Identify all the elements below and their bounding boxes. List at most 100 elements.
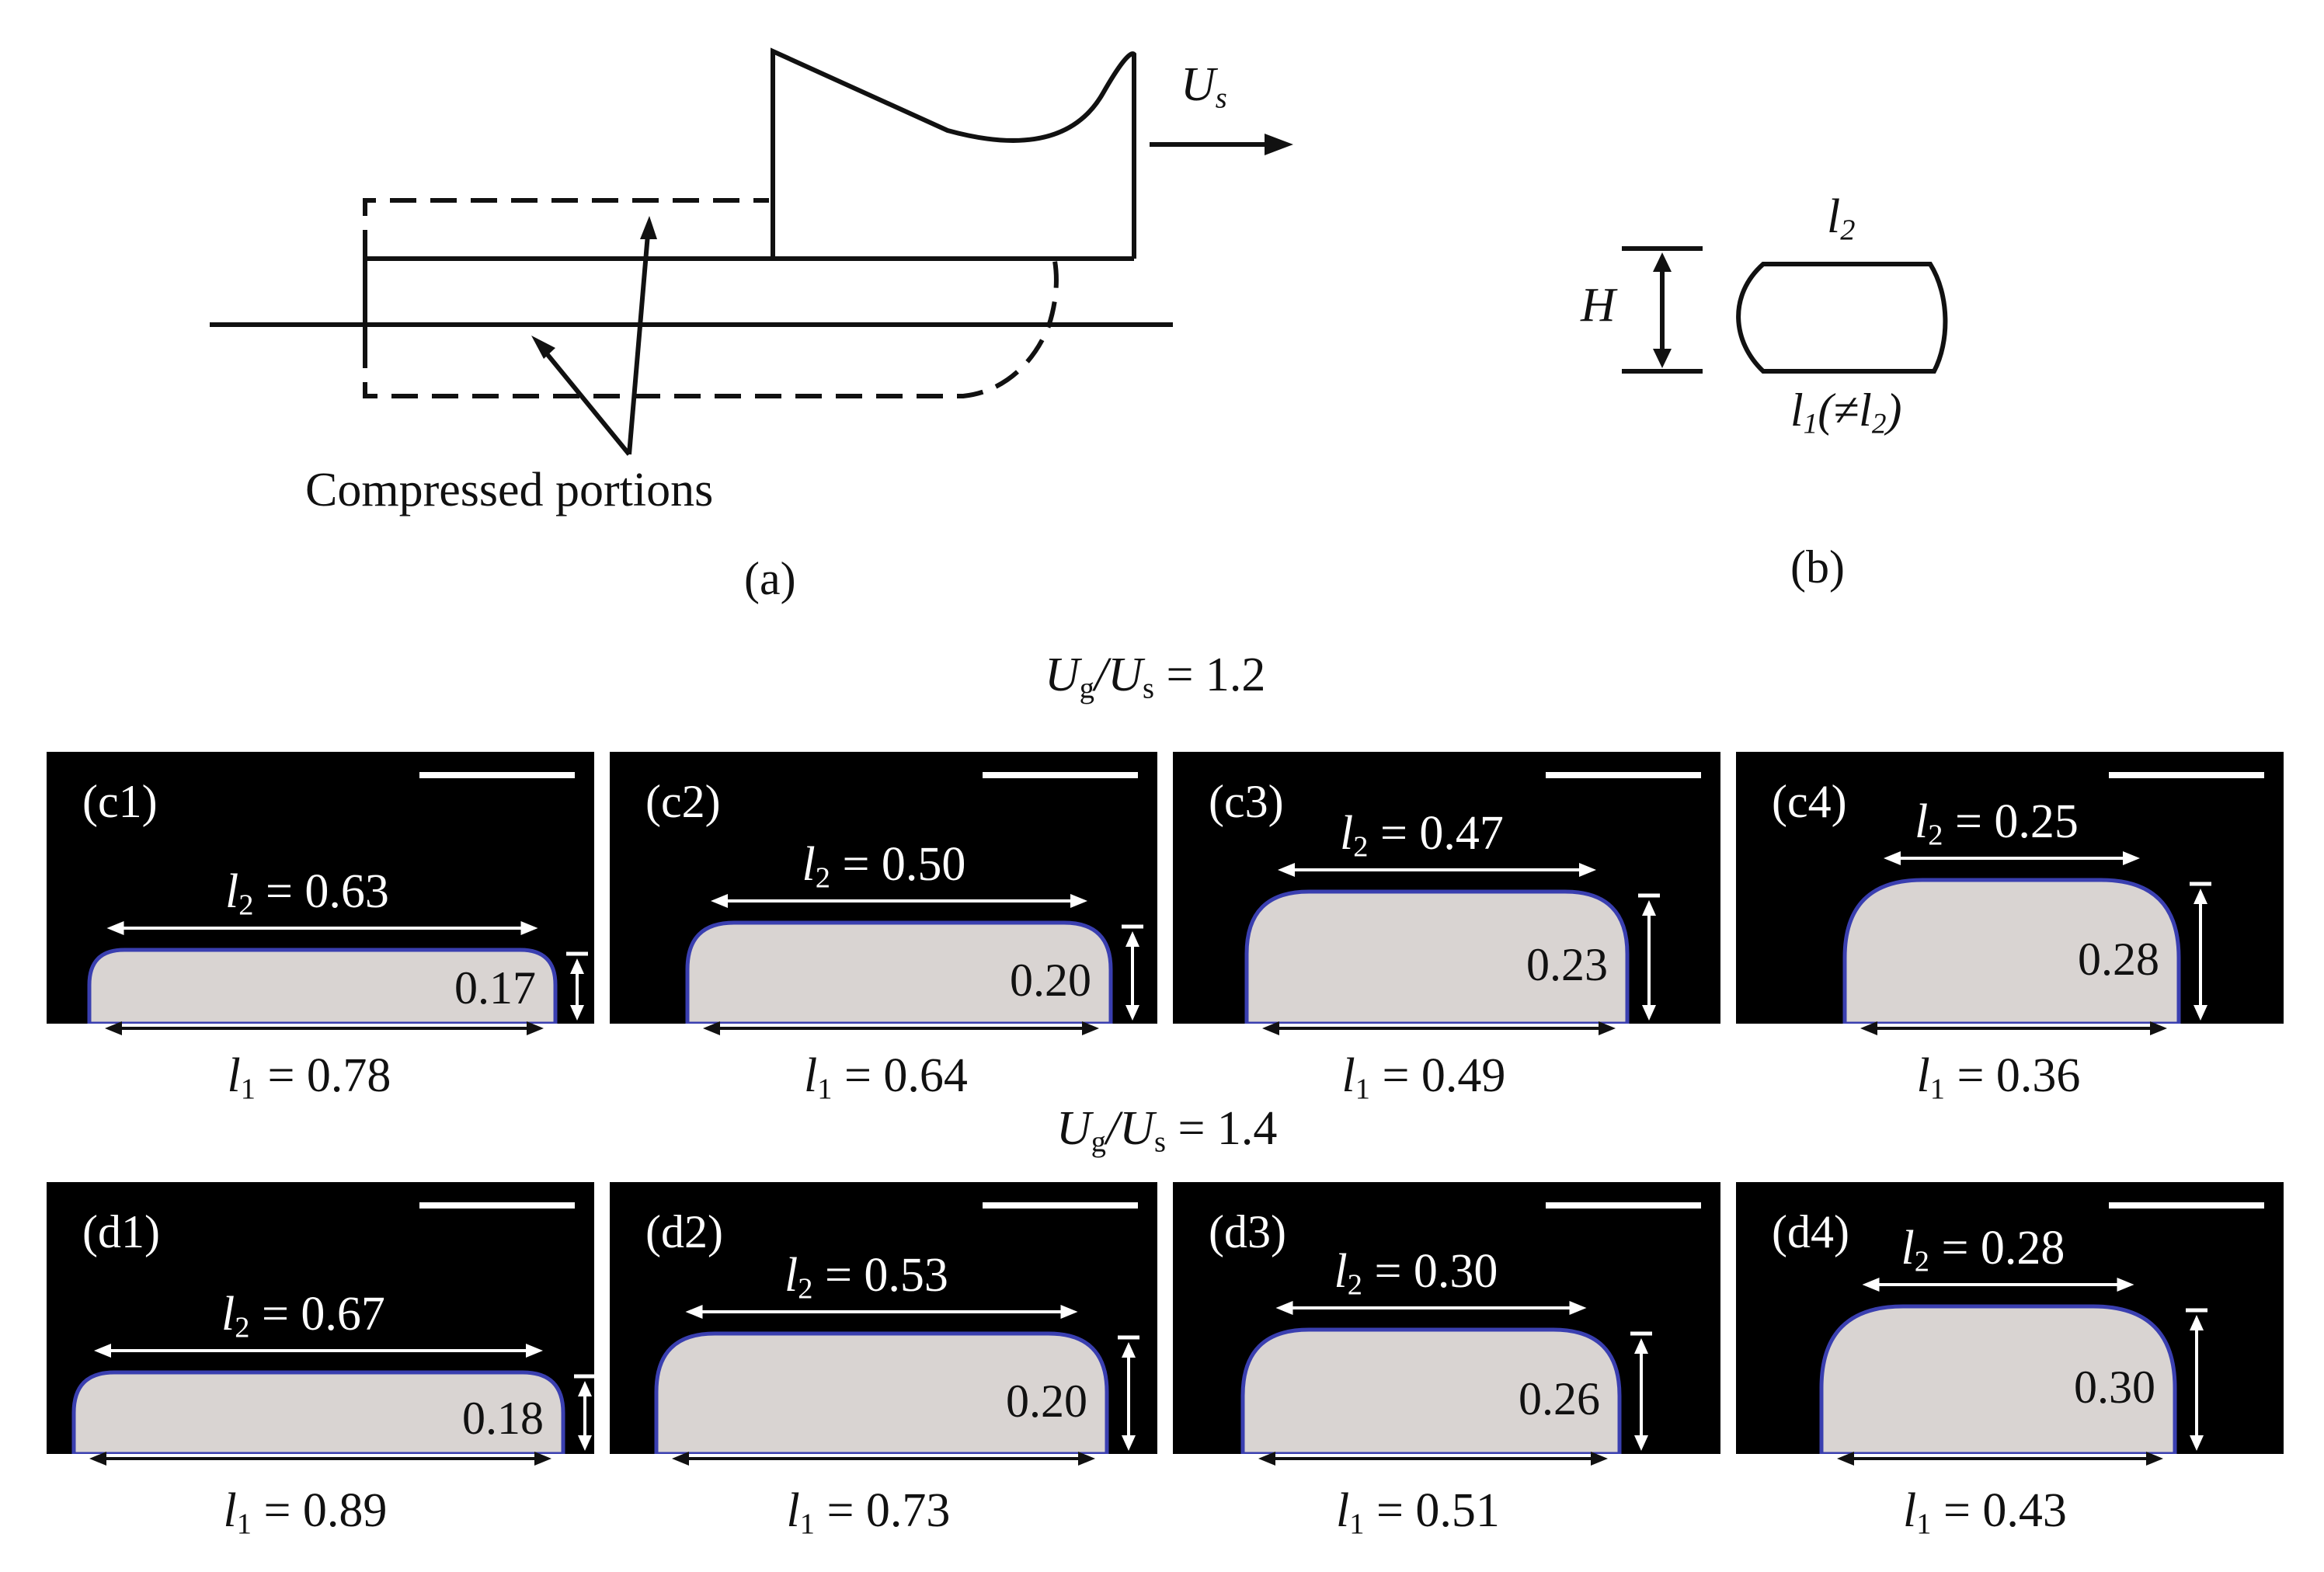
l1-arrow (1860, 1021, 2167, 1035)
pointer-line-1 (536, 342, 631, 456)
l2-arrowhead-right (526, 1344, 543, 1358)
h-arrowhead-down (578, 1435, 592, 1451)
row-d-heading: Ug/Us = 1.4 (1056, 1102, 1278, 1159)
velocity-profile (771, 47, 1136, 259)
l1-arrow (105, 1021, 544, 1035)
h-arrowhead-up (1122, 1342, 1136, 1358)
l2-arrowhead-left (711, 894, 728, 908)
l1-arrowhead-left (1837, 1452, 1854, 1466)
l2-label: l2 = 0.50 (802, 838, 966, 895)
l1-arrowhead-left (672, 1452, 689, 1466)
l1-label: l1 = 0.89 (223, 1484, 388, 1541)
slug-photo (685, 920, 1113, 1024)
h-arrowhead-up (1125, 931, 1139, 947)
pointer-line-2 (627, 224, 651, 455)
l1-arrowhead-right (2146, 1452, 2163, 1466)
row-c-heading: Ug/Us = 1.2 (1045, 649, 1266, 705)
l1-label: l1 = 0.78 (227, 1049, 391, 1106)
panel-tag: (c4) (1772, 776, 1847, 827)
h-arrowhead-down (1122, 1435, 1136, 1451)
photo-panel-d1: (d1) l2 = 0.67 0.18 (47, 1182, 594, 1454)
pointer-arrowhead-2 (640, 216, 657, 239)
dim-l2-label: l2 (1827, 190, 1856, 247)
l2-arrowhead-left (685, 1305, 703, 1319)
l2-arrowhead-right (1579, 863, 1596, 877)
h-arrowhead-down (570, 1005, 584, 1021)
height-value: 0.20 (1006, 1375, 1087, 1427)
l2-label: l2 = 0.53 (785, 1249, 948, 1306)
velocity-label: Us (1181, 58, 1227, 115)
l1-arrowhead-left (89, 1452, 106, 1466)
slug-photo (1244, 889, 1630, 1024)
l1-arrowhead-left (1258, 1452, 1275, 1466)
caption-a: (a) (744, 553, 796, 604)
l1-arrowhead-right (527, 1021, 544, 1035)
panel-tag: (c2) (645, 776, 721, 827)
photo-panel-d4: (d4) l2 = 0.28 0.30 (1736, 1182, 2284, 1454)
l2-arrowhead-left (1275, 1301, 1293, 1315)
l2-label: l2 = 0.30 (1334, 1245, 1498, 1302)
l1-arrowhead-right (1591, 1452, 1608, 1466)
height-value: 0.23 (1526, 939, 1608, 990)
l2-arrowhead-right (2123, 851, 2140, 865)
photo-graphics (1842, 772, 2264, 1024)
photo-graphics (1240, 1202, 1701, 1454)
photo-graphics (1244, 772, 1701, 1024)
dim-l1-label: l1(≠l2) (1790, 384, 1902, 440)
l2-arrowhead-left (1278, 863, 1295, 877)
height-value: 0.17 (454, 962, 536, 1014)
slug-photo (1240, 1327, 1622, 1454)
h-arrowhead-down (1634, 1435, 1648, 1451)
l1-arrowhead-left (1262, 1021, 1279, 1035)
h-dim-arrowhead-up (1653, 252, 1672, 272)
photo-panel-c2: (c2) l2 = 0.50 0.20 (610, 752, 1157, 1024)
height-value: 0.28 (2078, 933, 2159, 985)
panel-tag: (c3) (1209, 776, 1284, 827)
height-value: 0.20 (1010, 955, 1091, 1006)
l2-arrowhead-left (1862, 1278, 1880, 1292)
panel-tag: (d1) (82, 1206, 160, 1257)
velocity-arrowhead (1265, 134, 1293, 155)
caption-b: (b) (1790, 541, 1845, 593)
photo-graphics (685, 772, 1143, 1024)
h-arrowhead-down (2194, 1005, 2207, 1021)
l2-arrowhead-right (520, 921, 538, 935)
height-value: 0.18 (462, 1393, 544, 1444)
photo-panel-c4: (c4) l2 = 0.25 0.28 (1736, 752, 2284, 1024)
l1-arrowhead-right (1599, 1021, 1616, 1035)
compressed-outline-bottom (363, 260, 1059, 398)
compressed-portions-label: Compressed portions (305, 464, 714, 516)
slug-sketch-a (210, 47, 1266, 456)
l2-label: l2 = 0.63 (225, 865, 389, 922)
l1-label: l1 = 0.43 (1903, 1484, 2067, 1541)
l2-label: l2 = 0.28 (1901, 1222, 2065, 1278)
l1-arrowhead-left (105, 1021, 122, 1035)
l1-arrowhead-left (1860, 1021, 1877, 1035)
h-arrowhead-up (1634, 1338, 1648, 1354)
dim-h-label: H (1581, 279, 1616, 332)
l2-label: l2 = 0.67 (221, 1288, 385, 1344)
l1-arrow (1258, 1452, 1608, 1466)
l1-arrow (1837, 1452, 2163, 1466)
panel-tag: (d4) (1772, 1206, 1849, 1257)
l2-label: l2 = 0.25 (1915, 795, 2079, 852)
h-dim-arrowhead-down (1653, 349, 1672, 368)
h-arrowhead-up (1642, 900, 1656, 916)
h-arrowhead-down (2190, 1435, 2204, 1451)
h-arrowhead-down (1642, 1005, 1656, 1021)
h-arrowhead-up (570, 958, 584, 974)
l2-arrowhead-right (2117, 1278, 2134, 1292)
slug-photo (1842, 878, 2181, 1024)
h-arrowhead-down (1125, 1005, 1139, 1021)
l1-arrowhead-left (703, 1021, 720, 1035)
h-arrowhead-up (2194, 889, 2207, 904)
slug-shape-b (1736, 262, 1948, 374)
height-value: 0.30 (2074, 1362, 2155, 1413)
l1-arrow (672, 1452, 1095, 1466)
l2-arrowhead-left (1884, 851, 1901, 865)
